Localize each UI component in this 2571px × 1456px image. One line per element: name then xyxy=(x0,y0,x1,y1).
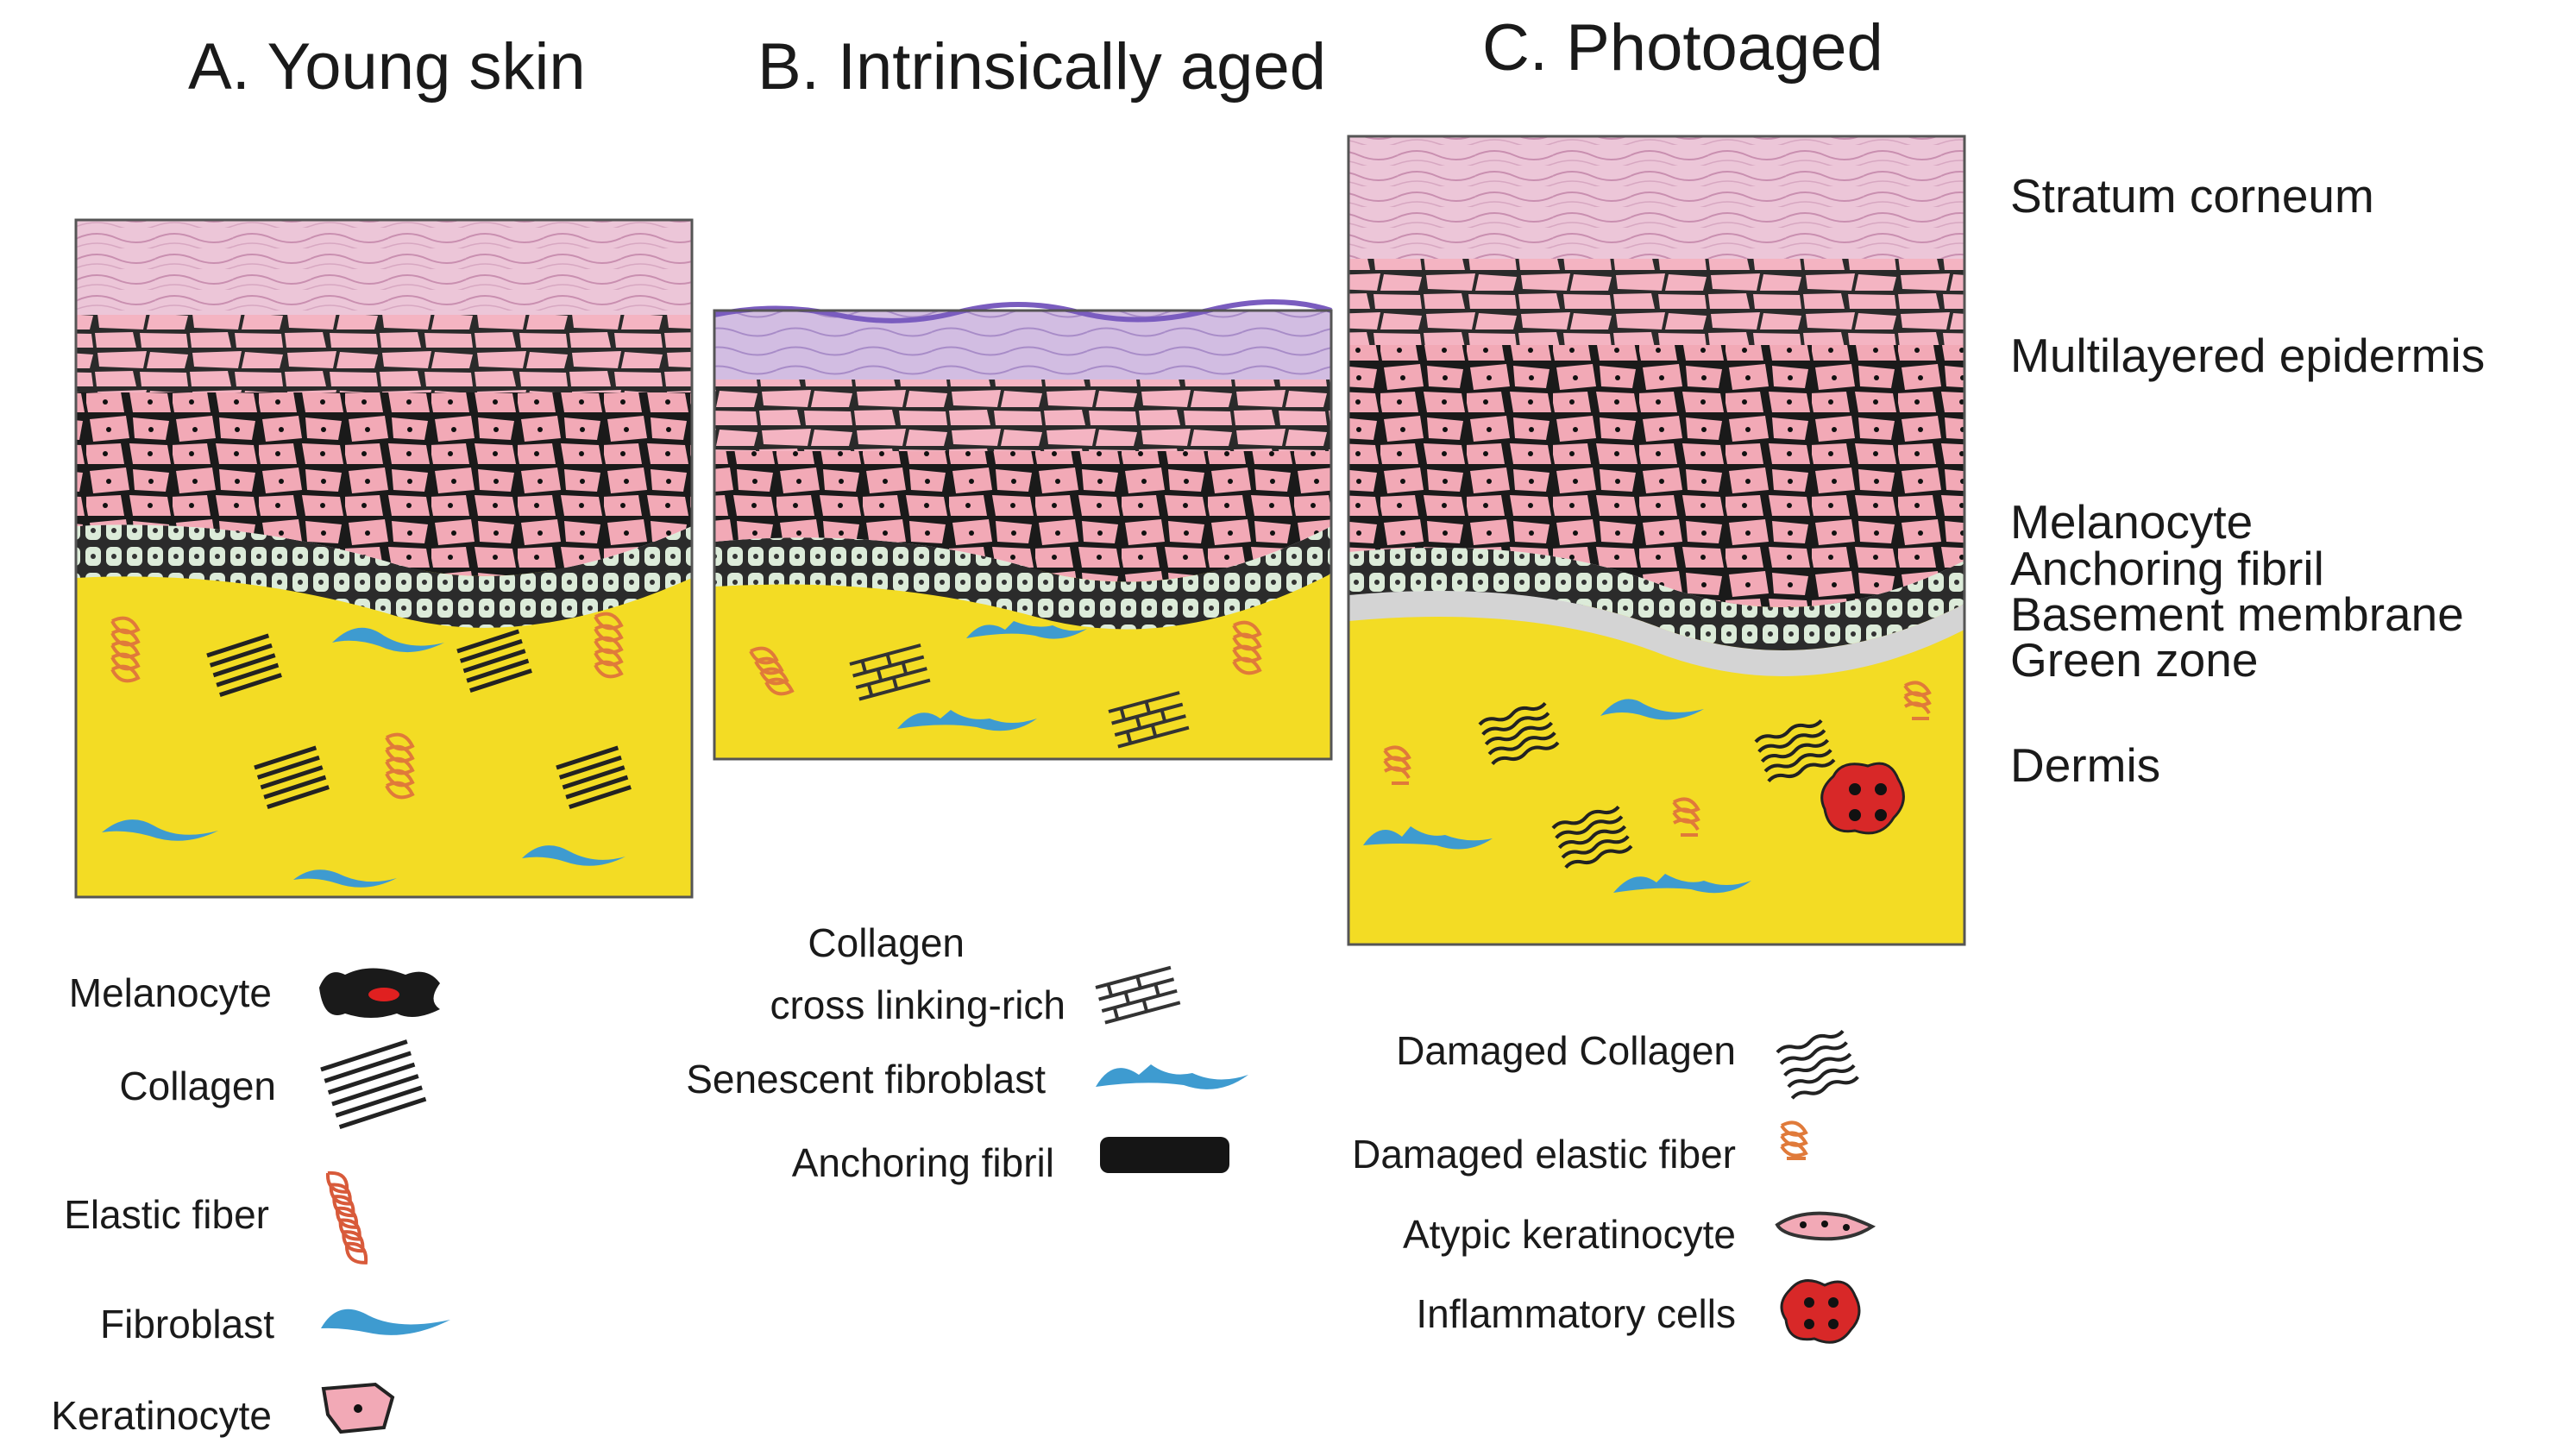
legend-elastic-fiber-label: Elastic fiber xyxy=(64,1192,269,1237)
legend-anchoring-fibril-label: Anchoring fibril xyxy=(791,1140,1054,1185)
legend-senescent-fibroblast-label: Senescent fibroblast xyxy=(686,1057,1046,1101)
panel-c-photoaged xyxy=(1347,135,1966,946)
panel-c-stratum-corneum xyxy=(1348,136,1964,259)
inflammatory-cells-icon xyxy=(1780,1279,1861,1344)
panel-a-dermis xyxy=(74,568,694,899)
legend-damaged-collagen-label: Damaged Collagen xyxy=(1396,1028,1736,1073)
elastic-fiber-icon xyxy=(325,1170,368,1265)
collagen-icon xyxy=(320,1039,427,1129)
damaged-collagen-icon xyxy=(1776,1029,1859,1100)
panel-a-title: A. Young skin xyxy=(188,30,586,104)
panel-b-upper-epidermis xyxy=(714,378,1331,451)
legend-melanocyte-label: Melanocyte xyxy=(68,970,272,1015)
panel-c-damaged-elastic-fibers xyxy=(1383,681,1932,837)
panel-c-fibroblasts xyxy=(1363,699,1751,894)
crosslinked-collagen-icon xyxy=(1095,965,1181,1025)
panel-b-intrinsically-aged xyxy=(713,299,1333,761)
panel-c-green-zone xyxy=(1348,591,1964,676)
keratinocyte-icon xyxy=(321,1382,395,1434)
anchoring-fibril-icon xyxy=(1100,1137,1229,1173)
fibroblast-icon xyxy=(321,1309,450,1335)
melanocyte-icon xyxy=(319,968,440,1018)
panel-c-epidermis xyxy=(1348,345,1964,607)
legend-inflammatory-cells-label: Inflammatory cells xyxy=(1416,1291,1736,1336)
label-stratum-corneum: Stratum corneum xyxy=(2010,169,2374,223)
panel-a-basal-layer xyxy=(76,524,692,628)
panel-c-basal-layer xyxy=(1348,548,1964,650)
legend-collagen-label: Collagen xyxy=(119,1064,276,1108)
label-anchoring-fibril: Anchoring fibril xyxy=(2010,542,2324,595)
panel-b-basal-layer xyxy=(714,526,1331,630)
senescent-fibroblast-icon xyxy=(1096,1064,1248,1089)
panel-a-upper-epidermis xyxy=(76,315,692,392)
panel-c-upper-epidermis xyxy=(1348,259,1964,345)
label-dermis: Dermis xyxy=(2010,738,2161,792)
panel-b-stratum-corneum xyxy=(714,311,1331,380)
label-green-zone: Green zone xyxy=(2010,633,2259,687)
label-basement-membrane: Basement membrane xyxy=(2010,587,2464,641)
label-melanocyte: Melanocyte xyxy=(2010,495,2254,549)
damaged-elastic-fiber-icon xyxy=(1780,1120,1808,1160)
panel-a-young-skin xyxy=(74,218,694,899)
panel-c-title: C. Photoaged xyxy=(1482,11,1883,85)
panel-b-senescent-fibroblasts xyxy=(897,621,1087,731)
atypic-keratinocyte-icon xyxy=(1775,1211,1876,1241)
panel-c-inflammatory-cell xyxy=(1820,762,1905,835)
panel-a-collagen-bundles xyxy=(206,629,632,810)
legend-collagen-crosslinking-line1: Collagen xyxy=(808,920,965,965)
panel-a-fibroblasts xyxy=(102,627,625,888)
legend-fibroblast-label: Fibroblast xyxy=(100,1302,274,1346)
panel-b-epidermis xyxy=(714,449,1331,582)
legend-atypic-keratinocyte-label: Atypic keratinocyte xyxy=(1402,1212,1736,1257)
panel-b-elastic-fibers xyxy=(749,620,1262,696)
panel-a-elastic-fibers xyxy=(110,612,624,800)
panel-a-stratum-corneum xyxy=(76,220,692,315)
legend-damaged-elastic-fiber-label: Damaged elastic fiber xyxy=(1352,1132,1736,1177)
legend-keratinocyte-label: Keratinocyte xyxy=(51,1393,272,1438)
panel-a-epidermis xyxy=(76,388,692,576)
panel-b-crosslinked-collagen xyxy=(849,643,1190,749)
legend-collagen-crosslinking-line2: cross linking-rich xyxy=(770,982,1065,1027)
panel-c-damaged-collagen xyxy=(1478,701,1836,869)
label-multilayered-epidermis: Multilayered epidermis xyxy=(2010,329,2486,382)
panel-b-title: B. Intrinsically aged xyxy=(757,30,1326,104)
